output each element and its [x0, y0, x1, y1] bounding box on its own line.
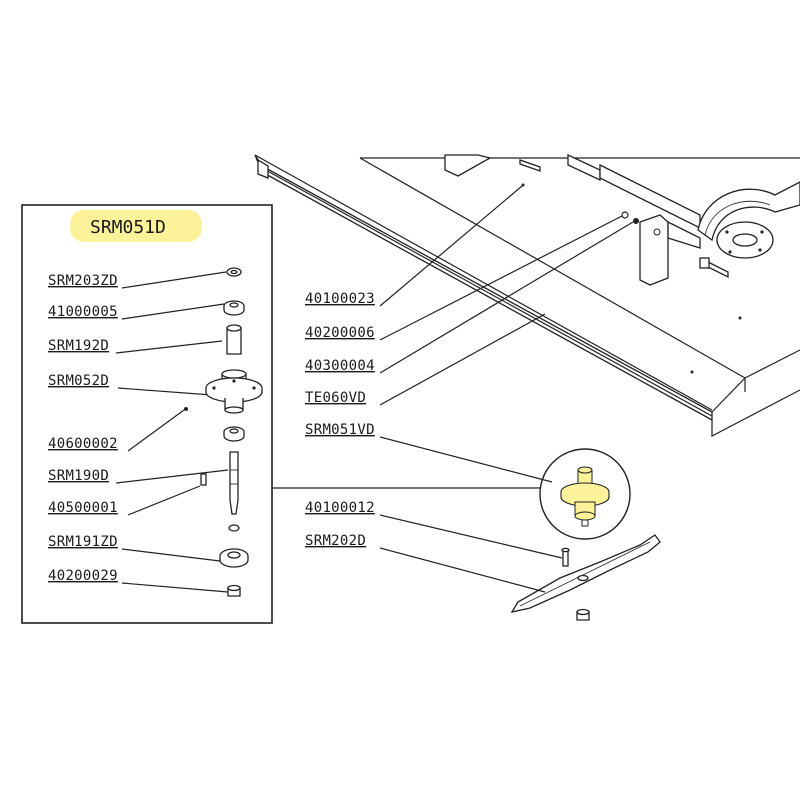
- deck-part-label: 40300004: [305, 358, 375, 374]
- washer-icon: [226, 267, 242, 277]
- spindle-housing-icon: [205, 369, 263, 414]
- grease-nipple-icon: [184, 407, 188, 411]
- kit-part-label: 40600002: [48, 436, 118, 452]
- deck-part-label: 40200006: [305, 325, 375, 341]
- kit-part-label: SRM191ZD: [48, 534, 118, 550]
- blade-icon: [510, 534, 661, 613]
- kit-title: SRM051D: [90, 217, 166, 238]
- bearing-icon: [223, 300, 245, 316]
- deck-part-label: 40100012: [305, 500, 375, 516]
- deck-part-label: TE060VD: [305, 390, 366, 406]
- deck-leader-lines: [379, 185, 634, 593]
- spacer-tube-icon: [226, 324, 242, 355]
- blade-bolt-icon: [561, 547, 570, 567]
- nut-icon: [227, 584, 241, 597]
- kit-title-highlight: [70, 210, 202, 242]
- assembled-spindle-icon: [539, 448, 631, 540]
- small-washer-icon: [228, 524, 240, 532]
- deck-part-label: SRM051VD: [305, 422, 375, 438]
- spindle-shaft-icon: [229, 451, 239, 515]
- kit-part-label: SRM203ZD: [48, 273, 118, 289]
- kit-part-label: SRM192D: [48, 338, 109, 354]
- kit-part-label: SRM052D: [48, 373, 109, 389]
- kit-part-label: 40500001: [48, 500, 118, 516]
- deck-part-label: 40100023: [305, 291, 375, 307]
- deck-part-label: SRM202D: [305, 533, 366, 549]
- kit-part-label: 41000005: [48, 304, 118, 320]
- lower-bearing-icon: [223, 426, 245, 442]
- kit-leader-lines: [115, 271, 229, 593]
- key-icon: [200, 473, 207, 486]
- kit-part-label: 40200029: [48, 568, 118, 584]
- kit-part-label: SRM190D: [48, 468, 109, 484]
- blade-nut-icon: [576, 608, 590, 621]
- blade-hub-icon: [219, 548, 249, 568]
